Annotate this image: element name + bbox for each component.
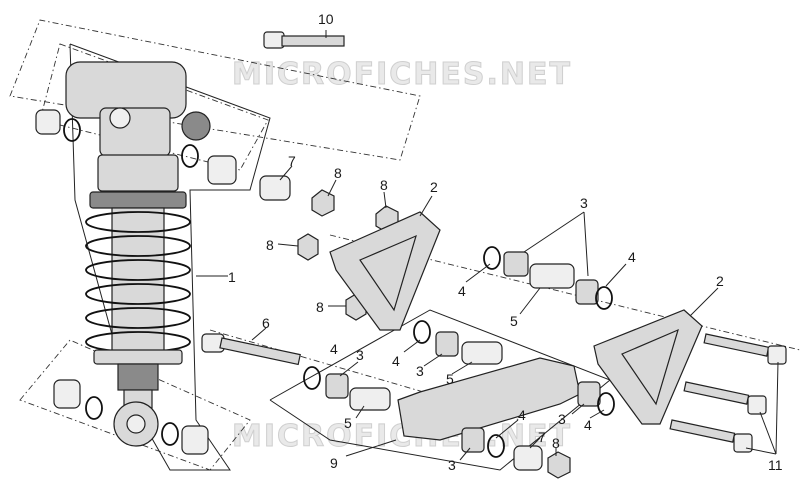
seal-4-c (413, 320, 431, 344)
spacer-7-bottom (513, 445, 543, 471)
shock-bottom-box (19, 339, 251, 471)
bush-bottom-right (181, 425, 209, 455)
callout-numbers: 10 1 7 8 8 8 8 2 3 4 4 5 2 6 4 3 4 3 5 5… (228, 11, 783, 473)
bush-top-right (207, 155, 237, 185)
preload-collar (89, 191, 187, 209)
lower-rod-housing (117, 363, 159, 391)
shock-absorber (65, 61, 211, 447)
spacer-5-c (349, 387, 391, 411)
spacer-7-top (259, 175, 291, 201)
callout-8-c: 8 (266, 237, 274, 253)
seal-4-b (595, 286, 613, 310)
bolt-11-a-shank (703, 333, 770, 357)
callout-8-a: 8 (334, 165, 342, 181)
seal-4-e (597, 392, 615, 416)
callout-4-e: 4 (584, 417, 592, 433)
spacer-5-b (461, 341, 503, 365)
seal-4-a (483, 246, 501, 270)
callout-3-e: 3 (448, 457, 456, 473)
watermark-bottom: MICROFICHES.NET (232, 419, 572, 454)
bolt-6 (201, 333, 301, 366)
bolt-10-head (263, 31, 285, 49)
bearing-3-f (461, 427, 485, 453)
callout-6: 6 (262, 315, 270, 331)
callout-8-e: 8 (552, 435, 560, 451)
oring-top-right (181, 144, 199, 168)
shock-body-top (97, 154, 179, 192)
top-eye (109, 107, 131, 129)
nut-8-e (547, 451, 571, 479)
callout-3-b: 3 (356, 347, 364, 363)
oring-bottom-left (85, 396, 103, 420)
bolt-11-c-shank (669, 419, 736, 443)
middle-bearing-set (303, 320, 503, 411)
leader-lines (196, 30, 779, 461)
callout-2-right: 2 (716, 273, 724, 289)
nut-8-a (311, 189, 335, 217)
coil-spring (85, 211, 191, 353)
callout-5-a: 5 (510, 313, 518, 329)
shock-frame-outline (69, 43, 271, 471)
nut-8-c (297, 233, 319, 261)
shock-bottom-hardware (53, 379, 209, 455)
callout-4-a: 4 (458, 283, 466, 299)
callout-5-c: 5 (344, 415, 352, 431)
callout-3-d: 3 (558, 411, 566, 427)
upper-dash-box (9, 19, 421, 161)
callout-1: 1 (228, 269, 236, 285)
bolt-6-shank (219, 337, 301, 366)
watermark-top: MICROFICHES.NET (232, 57, 572, 92)
bolt-11-b-shank (683, 381, 750, 405)
oring-top-left (63, 118, 81, 142)
callout-4-c: 4 (330, 341, 338, 357)
bearing-3-e (577, 381, 601, 407)
oring-bottom-right (161, 422, 179, 446)
callout-7-top: 7 (288, 153, 296, 169)
bolt-11-b-head (747, 395, 767, 415)
callout-11: 11 (768, 457, 783, 473)
callout-2-left: 2 (430, 179, 438, 195)
bolt-11-a-head (767, 345, 787, 365)
preload-knob (181, 111, 211, 141)
callout-3-top: 3 (580, 195, 588, 211)
bush-bottom-left (53, 379, 81, 409)
bottom-eye-bush (126, 414, 146, 434)
bolt-10 (263, 31, 345, 49)
callout-5-b: 5 (446, 371, 454, 387)
bracket-2-right-cutout (621, 328, 679, 406)
callout-4-b: 4 (628, 249, 636, 265)
seal-4-d (303, 366, 321, 390)
callout-9: 9 (330, 455, 338, 471)
lower-bearing-set (461, 381, 615, 458)
bolt-11-c-head (733, 433, 753, 453)
bush-top-left (35, 109, 61, 135)
callout-10: 10 (318, 11, 334, 27)
callout-7-bottom: 7 (538, 429, 546, 445)
spacer-5-a (529, 263, 575, 289)
shock-top-hardware (35, 109, 237, 185)
spring-lower-seat (93, 349, 183, 365)
bearing-3-d (325, 373, 349, 399)
callout-8-b: 8 (380, 177, 388, 193)
bolts-11 (669, 333, 787, 453)
bracket-2-left-cutout (359, 234, 417, 312)
bearing-3-b (575, 279, 599, 305)
bearing-3-c (435, 331, 459, 357)
callout-4-d: 4 (392, 353, 400, 369)
callout-4-f: 4 (518, 407, 526, 423)
callout-8-d: 8 (316, 299, 324, 315)
seal-4-f (487, 434, 505, 458)
assembly-outlines (9, 19, 800, 471)
bolt-10-shank (281, 35, 345, 47)
upper-bearing-set (483, 246, 613, 310)
link-rod-outline (269, 309, 611, 471)
bearing-3-a (503, 251, 529, 277)
callout-3-c: 3 (416, 363, 424, 379)
